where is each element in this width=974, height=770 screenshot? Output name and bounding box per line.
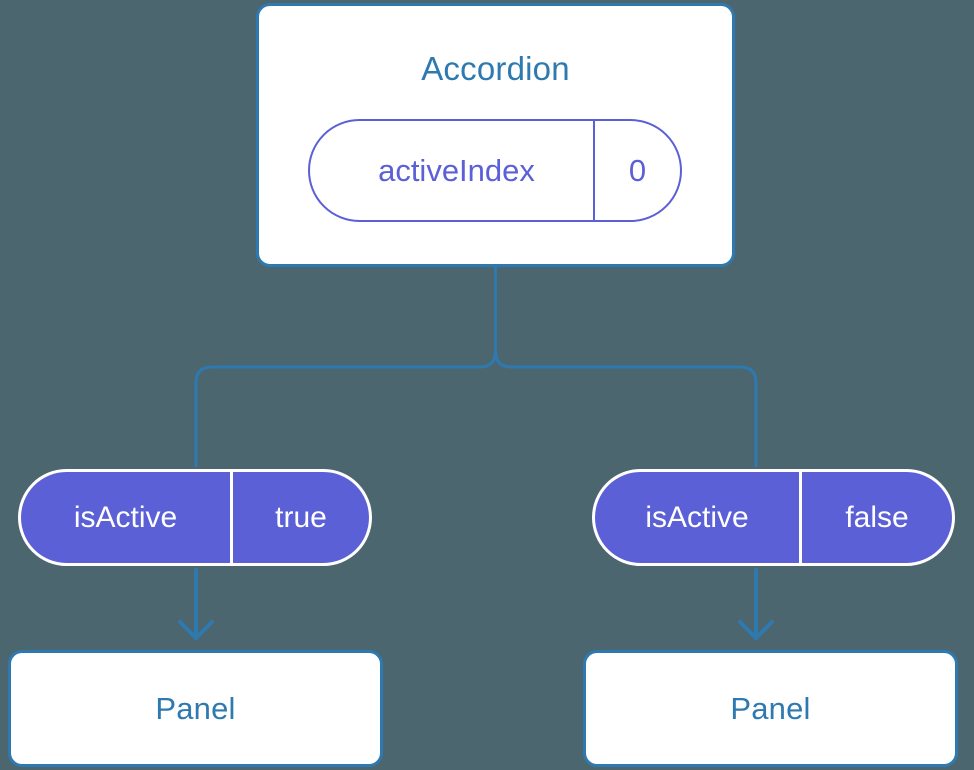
prop-value-active-index: 0: [628, 152, 647, 188]
prop-pill-is-active-left[interactable]: isActive true: [18, 469, 372, 566]
panel-component-card-left[interactable]: Panel: [8, 650, 383, 767]
prop-key-is-active-right: isActive: [595, 472, 802, 563]
prop-value-is-active-left: true: [275, 500, 327, 534]
prop-pill-is-active-right[interactable]: isActive false: [592, 469, 955, 566]
arrow-right: [738, 568, 774, 640]
panel-title-right: Panel: [730, 690, 811, 726]
prop-value-is-active-right: false: [845, 500, 909, 534]
arrow-left: [178, 568, 214, 640]
connector-branch-path-right: [494, 349, 758, 468]
prop-key-active-index: activeIndex: [310, 121, 595, 220]
prop-key-is-active-left: isActive: [21, 472, 233, 563]
panel-title-left: Panel: [155, 690, 236, 726]
panel-component-card-right[interactable]: Panel: [583, 650, 958, 767]
prop-pill-active-index[interactable]: activeIndex 0: [308, 119, 682, 222]
connector-branch-path: [194, 265, 497, 468]
accordion-title: Accordion: [421, 50, 570, 87]
